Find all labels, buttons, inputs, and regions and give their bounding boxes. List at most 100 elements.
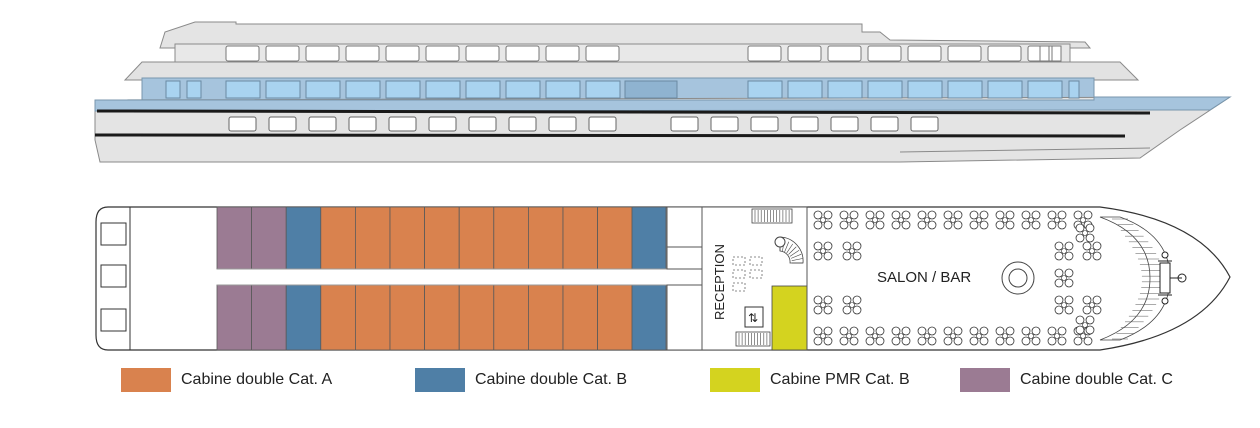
window <box>1068 80 1080 99</box>
table <box>813 241 833 261</box>
cabin <box>354 206 391 270</box>
window <box>425 45 460 62</box>
cabin <box>528 206 564 270</box>
reception-counter <box>732 256 763 292</box>
cabin <box>597 284 633 351</box>
porthole <box>870 116 899 132</box>
porthole <box>750 116 779 132</box>
legend-label: Cabine double Cat. A <box>181 371 333 388</box>
cabin <box>320 206 356 270</box>
legend-swatch <box>415 368 465 392</box>
legend-swatch <box>710 368 760 392</box>
table <box>917 326 937 346</box>
window <box>907 45 942 62</box>
cabin-row-port <box>216 284 667 351</box>
table <box>842 241 862 261</box>
porthole <box>548 116 577 132</box>
table <box>1054 295 1074 315</box>
elevator <box>744 306 764 328</box>
table <box>1082 241 1102 261</box>
upper-deck-roof <box>123 61 1140 81</box>
table <box>813 210 833 230</box>
legend-label: Cabine double Cat. C <box>1020 371 1173 388</box>
window <box>947 80 983 99</box>
legend-item-cat-b: Cabine double Cat. B <box>415 367 627 393</box>
window <box>505 80 541 99</box>
deck-plan: RECEPTION ⇅ SALON / BAR <box>95 206 1231 351</box>
cabin <box>597 206 633 270</box>
passenger-deck-windows <box>165 80 1080 99</box>
window <box>225 80 261 99</box>
table <box>969 326 989 346</box>
deck-line-lower <box>94 133 1126 138</box>
window <box>747 45 782 62</box>
table <box>1075 223 1095 243</box>
cabin <box>216 284 252 351</box>
table <box>917 210 937 230</box>
bow-terrace <box>1099 216 1171 341</box>
ship-profile <box>94 21 1232 163</box>
table <box>1047 326 1067 346</box>
cabin <box>320 284 356 351</box>
table <box>865 210 885 230</box>
porthole <box>468 116 497 132</box>
table <box>839 326 859 346</box>
window <box>345 80 381 99</box>
hull-step <box>899 147 1151 153</box>
table <box>813 326 833 346</box>
cabin <box>458 206 495 270</box>
porthole <box>388 116 417 132</box>
window <box>385 45 420 62</box>
deck-line-upper <box>96 109 1151 115</box>
cabin <box>493 284 529 351</box>
spiral-staircase <box>779 236 804 264</box>
legend-swatch <box>960 368 1010 392</box>
table <box>891 326 911 346</box>
window <box>747 80 783 99</box>
table <box>1054 268 1074 288</box>
sun-deck-roof <box>159 21 1092 49</box>
legend-item-pmr-cat-b: Cabine PMR Cat. B <box>710 367 910 393</box>
porthole <box>508 116 537 132</box>
legend-label: Cabine PMR Cat. B <box>770 371 910 388</box>
window <box>425 80 461 99</box>
window <box>505 45 540 62</box>
window <box>1027 80 1063 99</box>
window <box>1039 45 1050 62</box>
table <box>943 326 963 346</box>
spiral-center <box>774 236 786 248</box>
porthole <box>670 116 699 132</box>
table <box>1021 210 1041 230</box>
cabin <box>389 206 425 270</box>
window <box>305 80 341 99</box>
table <box>1082 295 1102 315</box>
window <box>265 45 300 62</box>
table <box>842 295 862 315</box>
cabin <box>493 206 529 270</box>
window <box>827 80 863 99</box>
window <box>867 80 903 99</box>
cabin <box>251 284 287 351</box>
stairs-bottom <box>735 331 771 347</box>
window <box>907 80 943 99</box>
window <box>465 45 500 62</box>
window <box>545 80 581 99</box>
table <box>1021 326 1041 346</box>
window <box>987 80 1023 99</box>
cabin <box>562 284 598 351</box>
porthole <box>588 116 617 132</box>
service-rooms <box>666 206 703 351</box>
cabin <box>251 206 287 270</box>
reception-label: RECEPTION <box>712 244 727 320</box>
central-bar-inner <box>1008 268 1028 288</box>
porthole <box>830 116 859 132</box>
pmr-cabin <box>771 285 808 351</box>
legend: Cabine double Cat. A Cabine double Cat. … <box>0 367 1260 393</box>
hull-portholes <box>228 116 939 132</box>
window <box>225 45 260 62</box>
window <box>867 45 902 62</box>
window <box>265 80 301 99</box>
anchor-winch-icon <box>1158 251 1187 305</box>
window <box>165 80 181 99</box>
cabin <box>631 284 667 351</box>
